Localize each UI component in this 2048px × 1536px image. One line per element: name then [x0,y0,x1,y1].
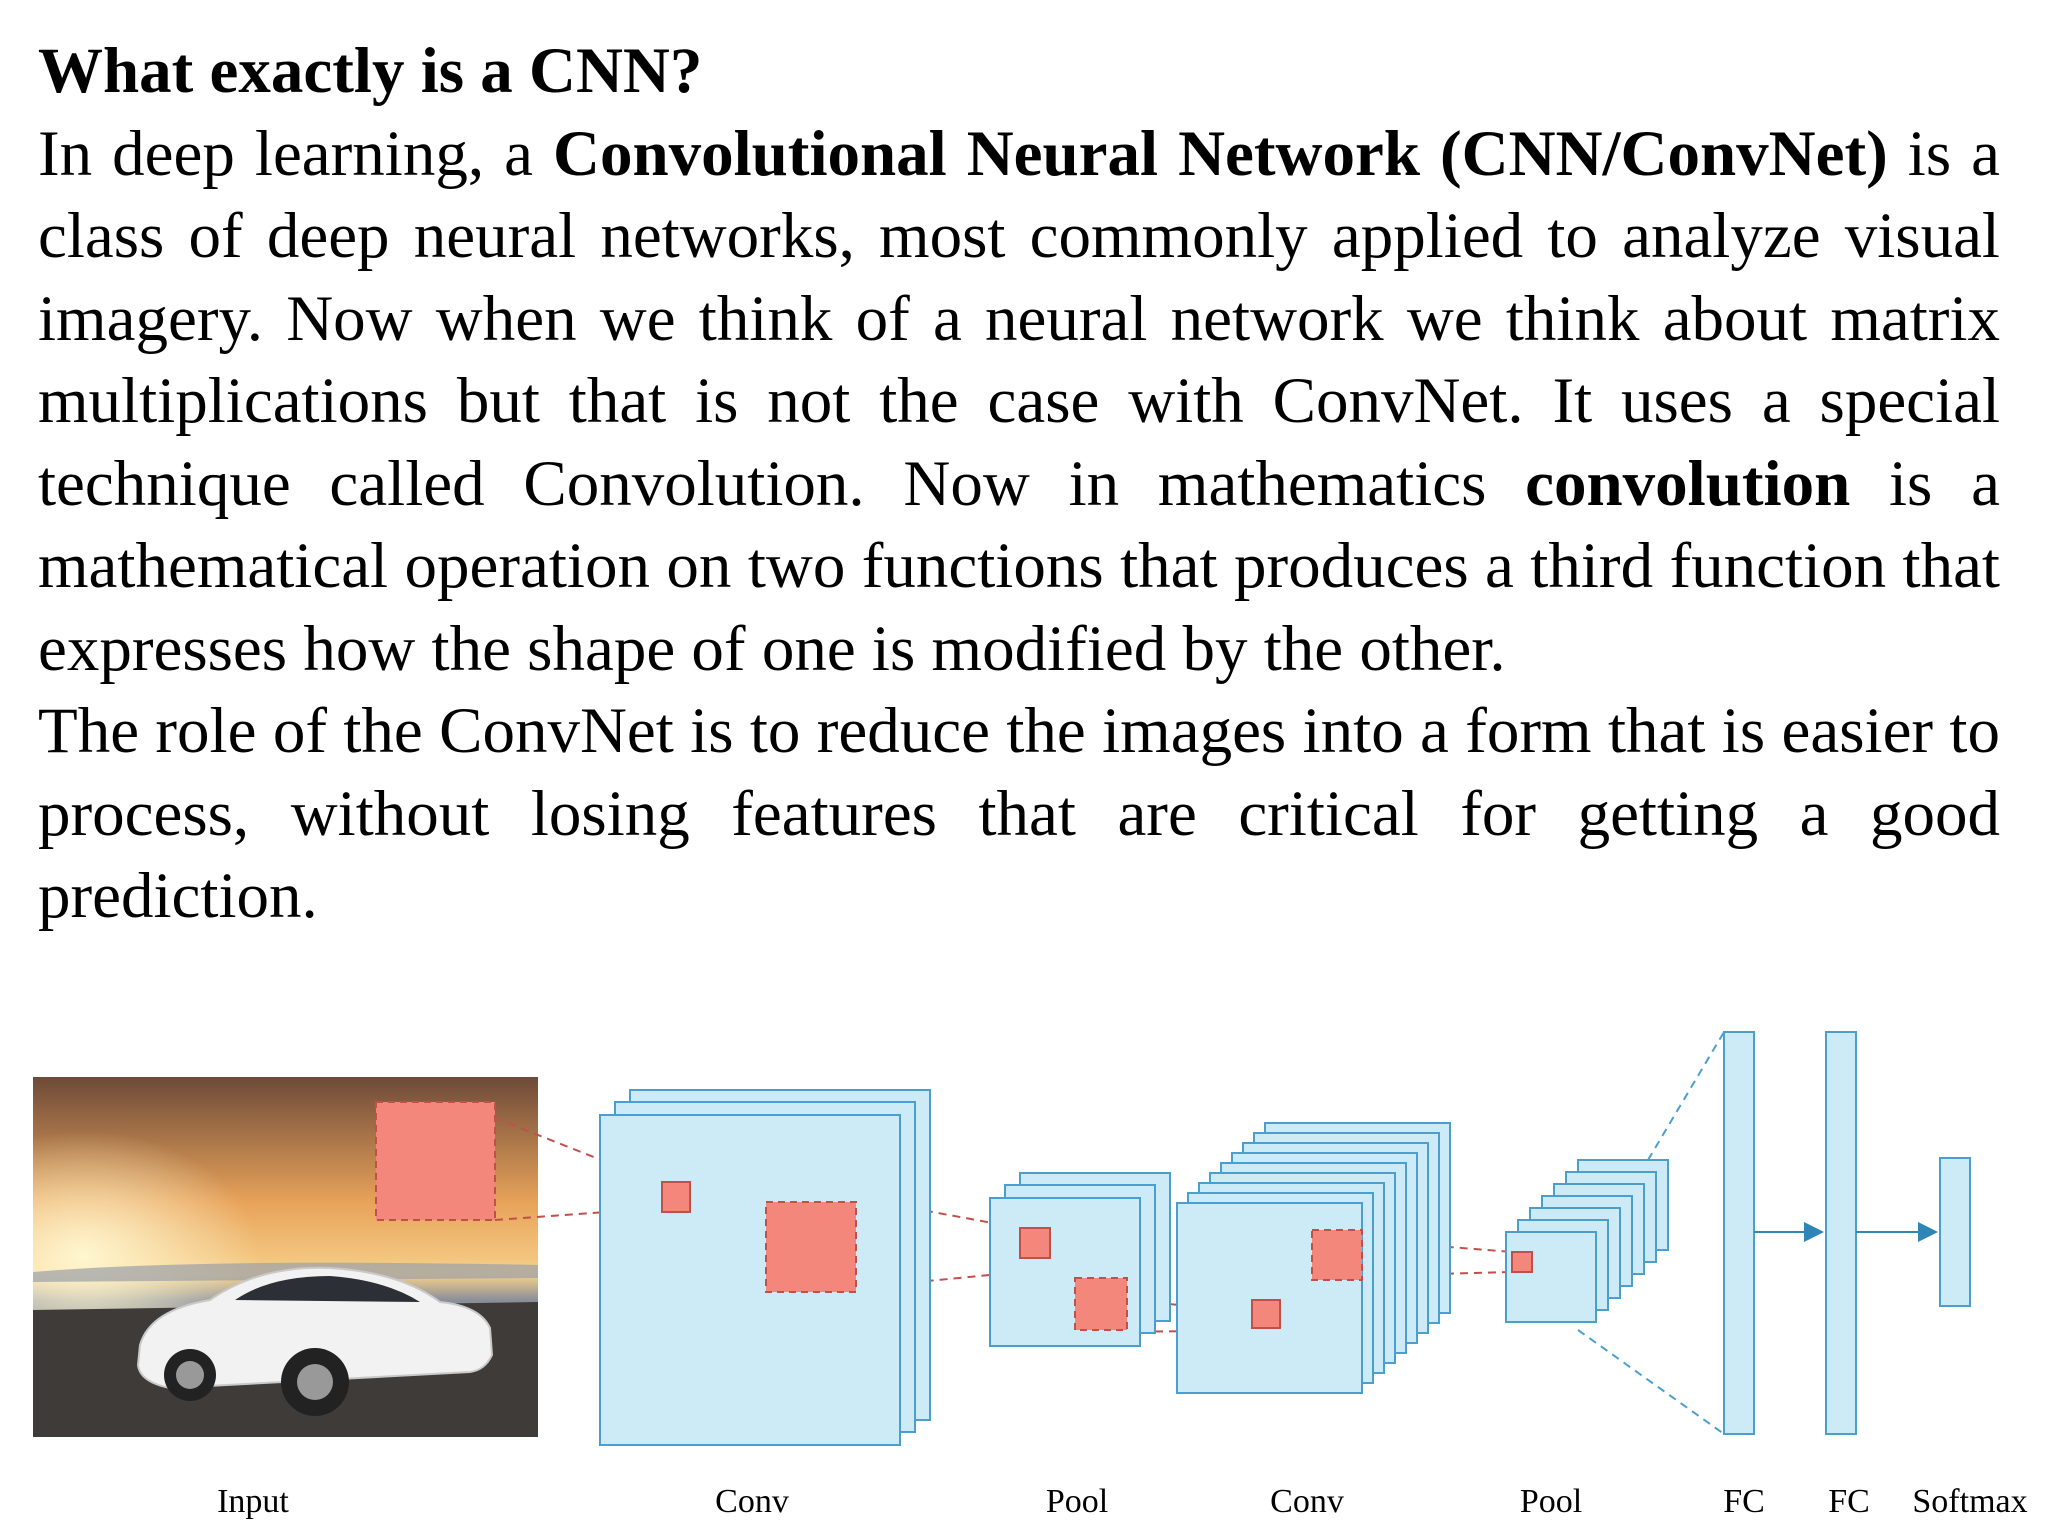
label-pool1: Pool [1046,1483,1108,1520]
article-text: What exactly is a CNN? In deep learning,… [38,30,2000,938]
label-conv2: Conv [1270,1483,1344,1520]
page-title: What exactly is a CNN? [38,35,703,107]
softmax-layer [1939,1157,1971,1307]
fc2-layer [1825,1031,1857,1435]
bold-term: convolution [1525,447,1851,520]
pool1-kernel-large [1074,1277,1128,1331]
fc-connection-lines [1577,1031,1725,1435]
conv1-kernel-small [661,1181,691,1213]
paragraph-text: In deep learning, a [38,117,553,190]
pool1-kernel-small [1019,1227,1051,1259]
label-fc2: FC [1828,1483,1870,1520]
cnn-architecture-diagram: Input Conv Pool Conv Pool FC FC Softmax [33,1031,2028,1520]
pool2-kernel [1511,1251,1533,1273]
conv2-kernel-small [1251,1299,1281,1329]
conv1-kernel-large [765,1201,857,1293]
input-kernel [375,1101,496,1221]
car-icon [136,1266,494,1416]
bold-term: (CNN/ConvNet) [1440,117,1888,190]
bold-term: Convolutional Neural Network [553,117,1420,190]
pool2-feature-maps [1505,1159,1669,1323]
fc1-layer [1723,1031,1755,1435]
label-pool2: Pool [1520,1483,1582,1520]
paragraph-text [1420,118,1440,190]
label-fc1: FC [1723,1483,1765,1520]
paragraph-text: is a mathematical operation on two funct… [38,447,2000,685]
label-conv1: Conv [715,1483,789,1520]
paragraph-text: is a class of deep neural networks, most… [38,117,2000,520]
paragraph-definition: In deep learning, a Convolutional Neural… [38,113,2000,691]
label-softmax: Softmax [1912,1483,2027,1520]
label-input: Input [217,1483,289,1520]
conv2-kernel-large [1311,1229,1363,1281]
paragraph-role: The role of the ConvNet is to reduce the… [38,695,2000,932]
